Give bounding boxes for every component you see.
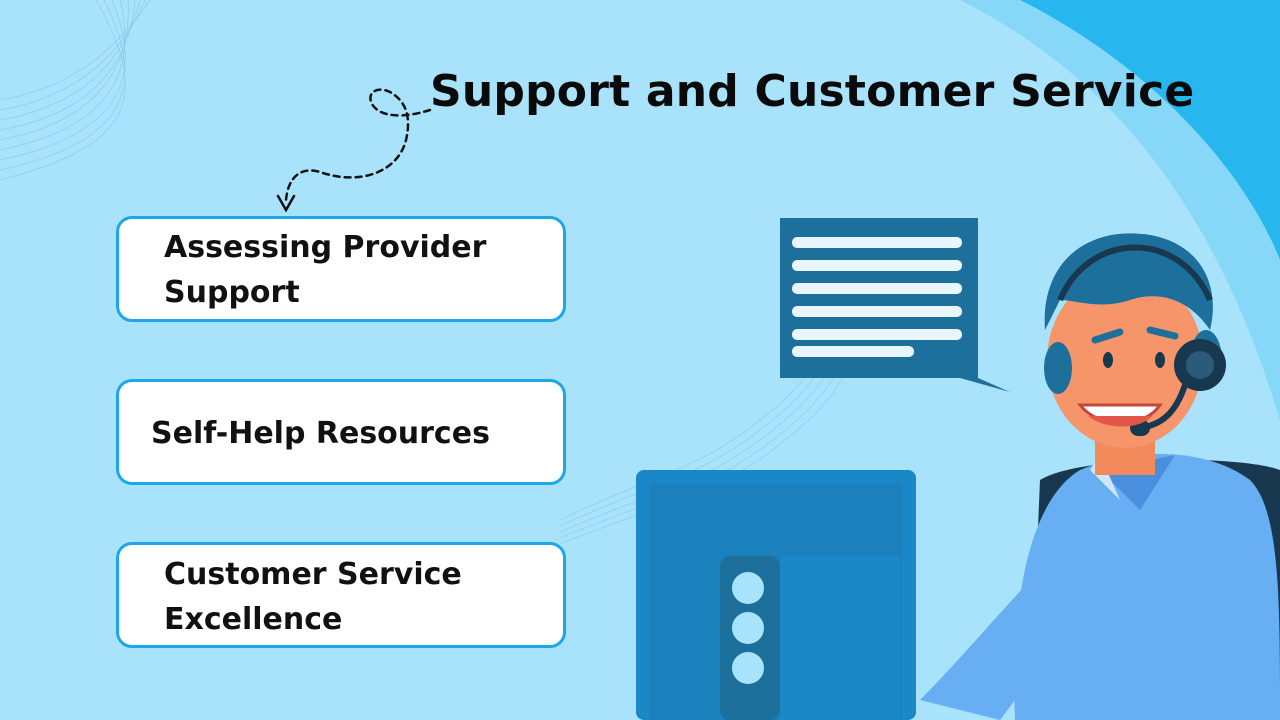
card-assessing-provider-support: Assessing Provider Support — [116, 216, 566, 322]
chat-bubble-icon — [780, 218, 1010, 392]
dashed-arrow-icon — [284, 88, 432, 202]
page-title: Support and Customer Service — [430, 66, 1195, 117]
arrow-head — [276, 194, 296, 213]
monitor-icon — [636, 470, 916, 720]
blue-swoosh-inner — [960, 0, 1280, 420]
card-customer-service-excellence: Customer Service Excellence — [116, 542, 566, 648]
card-label: Customer Service Excellence — [164, 557, 462, 637]
blue-swoosh — [1020, 0, 1280, 260]
wave-lines-top-left — [0, 0, 151, 181]
card-self-help-resources: Self-Help Resources — [116, 379, 566, 485]
card-label: Self-Help Resources — [151, 416, 490, 451]
support-agent-illustration — [920, 233, 1280, 720]
card-label: Assessing Provider Support — [164, 230, 487, 310]
